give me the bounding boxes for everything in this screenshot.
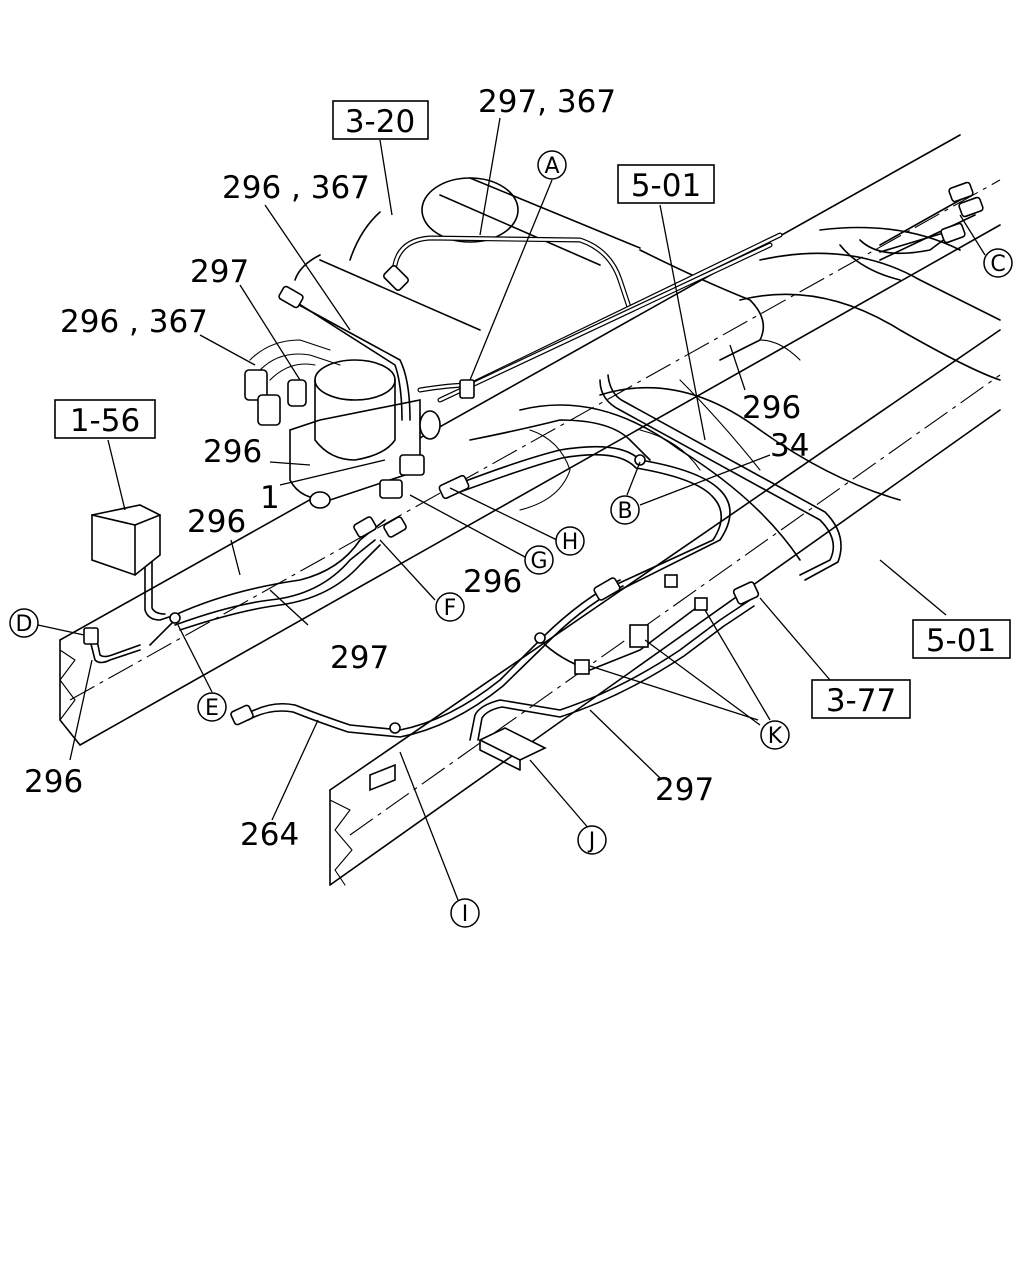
part-label-297-b: 297	[330, 640, 389, 676]
air-tank	[294, 177, 765, 361]
part-label-296-right: 296	[742, 390, 801, 426]
part-label-297-a: 297	[190, 254, 249, 290]
callout-i: I	[450, 898, 480, 928]
part-label-297-367-top: 297, 367	[478, 84, 616, 120]
ref-box-3-77: 3-77	[811, 679, 911, 719]
ref-box-5-01-right: 5-01	[912, 619, 1011, 659]
svg-text:E: E	[205, 696, 219, 721]
ref-box-3-20: 3-20	[332, 100, 429, 140]
callout-c: C	[983, 248, 1013, 278]
callout-e: E	[197, 692, 227, 722]
pipe-runs	[83, 181, 984, 792]
callout-j: J	[577, 825, 607, 855]
svg-text:D: D	[16, 612, 33, 637]
ref-box-5-01-top: 5-01	[617, 164, 715, 204]
svg-text:5-01: 5-01	[926, 623, 996, 659]
valve-cluster	[244, 339, 341, 426]
svg-text:C: C	[990, 252, 1005, 277]
part-label-297-c: 297	[655, 772, 714, 808]
svg-text:3-77: 3-77	[826, 683, 896, 719]
component-1-56	[91, 504, 161, 576]
part-label-296-c: 296	[463, 564, 522, 600]
callout-b: B	[610, 495, 640, 525]
part-label-34: 34	[770, 428, 809, 464]
svg-text:H: H	[562, 530, 579, 555]
callout-a: A	[537, 150, 567, 180]
svg-text:1-56: 1-56	[70, 403, 140, 439]
callout-f: F	[435, 592, 465, 622]
part-label-296-367-a: 296 , 367	[222, 170, 370, 206]
part-label-296-d: 296	[24, 764, 83, 800]
callout-h: H	[555, 526, 585, 556]
callout-k: K	[760, 720, 790, 750]
callout-g: G	[524, 545, 554, 575]
part-label-264: 264	[240, 817, 299, 853]
callout-d: D	[9, 608, 39, 638]
svg-text:G: G	[530, 549, 547, 574]
frame-rails	[59, 134, 1001, 886]
svg-text:J: J	[587, 829, 596, 854]
part-label-296-367-b: 296 , 367	[60, 304, 208, 340]
svg-text:5-01: 5-01	[631, 168, 701, 204]
svg-text:K: K	[768, 724, 783, 749]
part-label-296-a: 296	[203, 434, 262, 470]
part-label-1: 1	[260, 480, 280, 516]
svg-text:3-20: 3-20	[345, 104, 415, 140]
svg-text:A: A	[544, 154, 559, 179]
air-dryer	[289, 359, 441, 509]
leader-lines	[37, 117, 986, 901]
part-label-296-b: 296	[187, 504, 246, 540]
svg-text:F: F	[444, 596, 457, 621]
svg-text:I: I	[462, 902, 469, 927]
svg-text:B: B	[617, 499, 632, 524]
ref-box-1-56: 1-56	[54, 399, 156, 439]
